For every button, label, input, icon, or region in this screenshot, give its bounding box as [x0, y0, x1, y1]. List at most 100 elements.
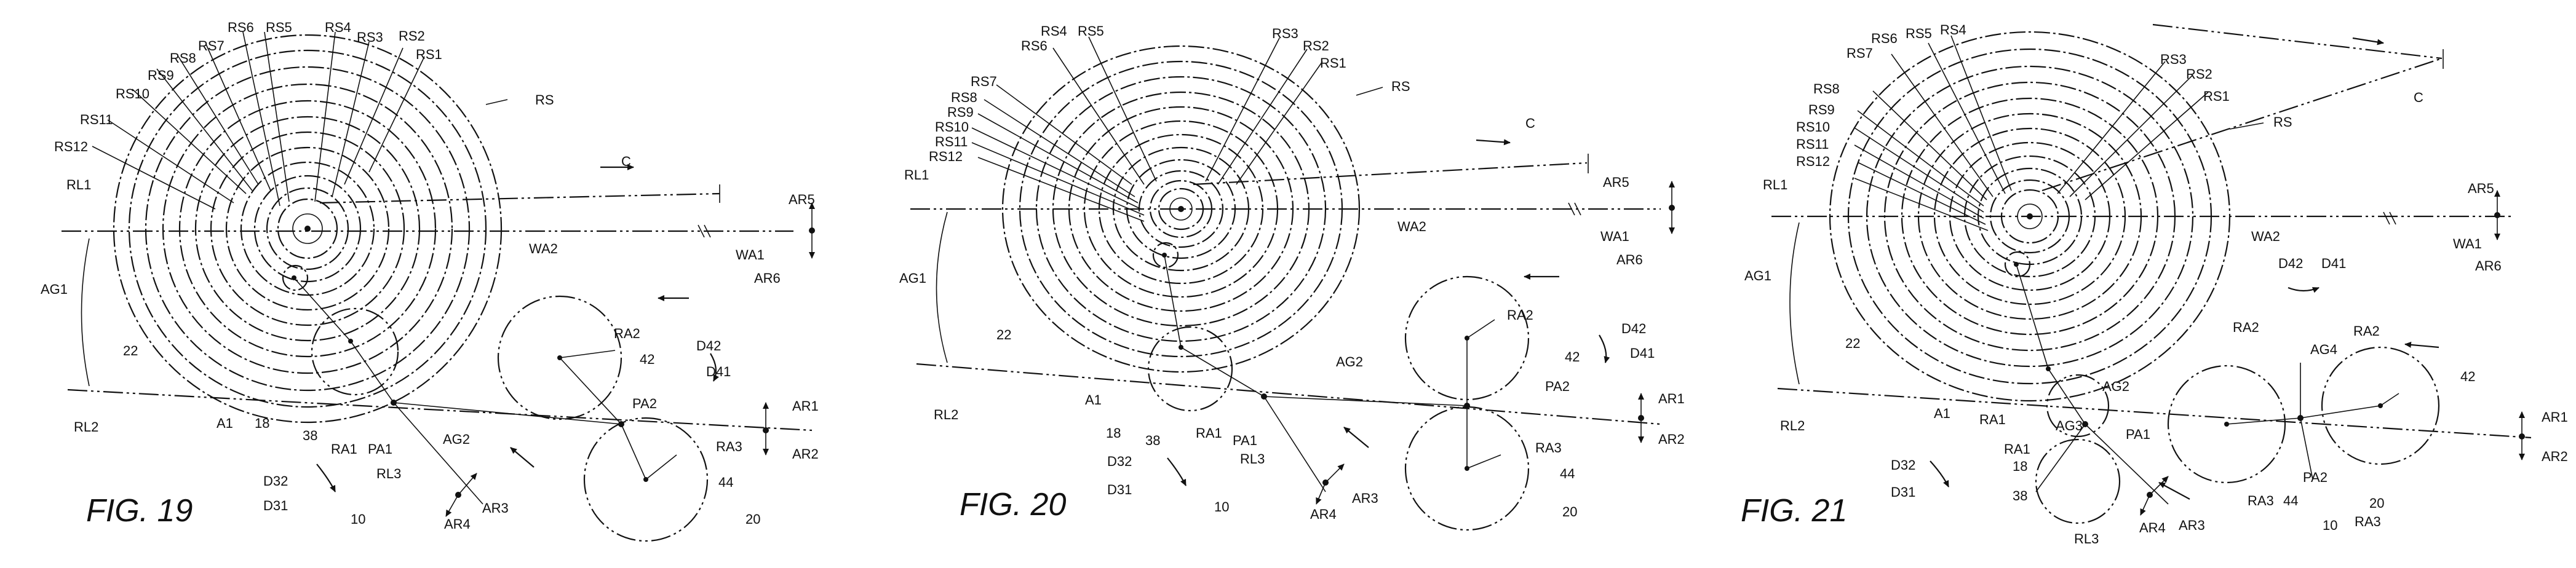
label-RA2: RA2 — [614, 326, 640, 341]
label-n38: 38 — [2013, 488, 2027, 503]
label-RS1: RS1 — [2203, 89, 2230, 104]
label-RL1: RL1 — [66, 177, 91, 192]
label-PA2: PA2 — [632, 396, 657, 411]
label-RS3: RS3 — [1272, 26, 1298, 41]
label-RA3: RA3 — [1535, 440, 1562, 456]
label-D41: D41 — [706, 364, 731, 379]
label-RS9: RS9 — [148, 68, 174, 83]
figure-21 — [1771, 23, 2532, 524]
label-D31: D31 — [1891, 484, 1915, 500]
label-n22: 22 — [1845, 336, 1860, 351]
label-RS5: RS5 — [1078, 23, 1104, 39]
label-n20: 20 — [1562, 504, 1577, 519]
label-RS5: RS5 — [266, 20, 292, 35]
label-RS4: RS4 — [1041, 23, 1067, 39]
label-C: C — [1525, 116, 1535, 131]
label-A1: A1 — [1934, 406, 1950, 421]
label-n10: 10 — [2323, 518, 2337, 533]
label-RS7: RS7 — [971, 74, 997, 89]
label-RS4: RS4 — [1940, 22, 1966, 37]
label-AG1: AG1 — [41, 282, 68, 297]
label-n20: 20 — [745, 511, 760, 527]
label-RA1: RA1 — [1196, 425, 1222, 441]
label-WA1: WA1 — [2453, 236, 2482, 251]
label-AR3: AR3 — [2179, 518, 2205, 533]
label-AR5: AR5 — [1603, 175, 1629, 190]
label-AR5: AR5 — [789, 192, 815, 207]
label-AG1: AG1 — [899, 270, 926, 286]
label-RS4: RS4 — [325, 20, 351, 35]
label-RL3: RL3 — [376, 466, 401, 481]
label-AR2: AR2 — [1658, 432, 1685, 447]
label-RS6: RS6 — [228, 20, 254, 35]
label-RS6: RS6 — [1021, 38, 1047, 53]
label-A1: A1 — [217, 416, 233, 431]
label-n42: 42 — [2460, 369, 2475, 384]
label-AR5: AR5 — [2468, 181, 2494, 196]
label-n22: 22 — [123, 343, 138, 358]
label-WA1: WA1 — [1600, 229, 1629, 244]
ring-leaders — [92, 31, 508, 210]
label-D41: D41 — [1630, 345, 1655, 361]
label-RS2: RS2 — [1303, 38, 1329, 53]
label-AR6: AR6 — [1616, 252, 1643, 267]
label-PA2: PA2 — [1545, 379, 1570, 394]
rotation-rings — [113, 34, 503, 424]
label-RS: RS — [1391, 79, 1410, 94]
label-n10: 10 — [351, 511, 365, 527]
label-n38: 38 — [1145, 433, 1160, 448]
label-RS12: RS12 — [929, 149, 963, 164]
label-n44: 44 — [1560, 466, 1575, 481]
label-AR1: AR1 — [1658, 391, 1685, 406]
label-AR2: AR2 — [2542, 449, 2568, 464]
label-PA1: PA1 — [2126, 427, 2150, 442]
label-AR3: AR3 — [482, 500, 509, 516]
label-n18: 18 — [255, 416, 269, 431]
label-RS3: RS3 — [2160, 52, 2187, 67]
label-n10: 10 — [1214, 499, 1229, 515]
label-RS6: RS6 — [1871, 31, 1898, 46]
label-RS8: RS8 — [170, 50, 196, 66]
label-AG2: AG2 — [1336, 354, 1363, 369]
label-RA1-lower: RA1 — [2004, 441, 2030, 457]
label-AG4: AG4 — [2310, 342, 2337, 357]
label-RS9: RS9 — [947, 105, 974, 120]
label-RL1: RL1 — [1763, 177, 1787, 192]
label-RA2: RA2 — [1507, 307, 1533, 323]
label-D32: D32 — [263, 473, 288, 489]
label-RS2: RS2 — [399, 28, 425, 44]
label-WA1: WA1 — [736, 247, 765, 262]
label-AG1: AG1 — [1744, 268, 1771, 283]
label-RS3: RS3 — [357, 30, 383, 45]
label-AR4: AR4 — [2139, 520, 2166, 535]
label-RS: RS — [2273, 114, 2292, 130]
label-D42: D42 — [1621, 321, 1646, 336]
label-n18: 18 — [1106, 425, 1121, 441]
label-RS7: RS7 — [198, 38, 225, 53]
label-AG2: AG2 — [2102, 379, 2129, 394]
label-PA1: PA1 — [368, 441, 392, 457]
figure-title: FIG. 19 — [86, 493, 193, 529]
label-RL1: RL1 — [904, 167, 929, 183]
label-RS11: RS11 — [1796, 136, 1829, 152]
figure-19 — [62, 31, 815, 542]
label-RA3-right: RA3 — [2355, 514, 2381, 529]
label-AR4: AR4 — [1310, 507, 1337, 522]
figure-labels: FIG. 19 RS6 RS5 RS4 RS3 RS2 RS1 RS7 RS8 … — [41, 20, 2568, 546]
label-RL2: RL2 — [74, 419, 98, 435]
label-RA1: RA1 — [1979, 412, 2006, 427]
label-RL2: RL2 — [934, 407, 958, 422]
label-RA3: RA3 — [2248, 493, 2274, 508]
label-n44: 44 — [718, 475, 733, 490]
label-A1: A1 — [1085, 392, 1102, 408]
figure-title: FIG. 21 — [1741, 493, 1847, 529]
label-AR2: AR2 — [792, 446, 819, 462]
label-n22: 22 — [996, 327, 1011, 342]
label-n38: 38 — [303, 428, 317, 443]
label-RS12: RS12 — [1796, 154, 1830, 169]
label-D32: D32 — [1891, 457, 1915, 473]
figure-20 — [910, 36, 1675, 531]
label-AR1: AR1 — [792, 398, 819, 414]
